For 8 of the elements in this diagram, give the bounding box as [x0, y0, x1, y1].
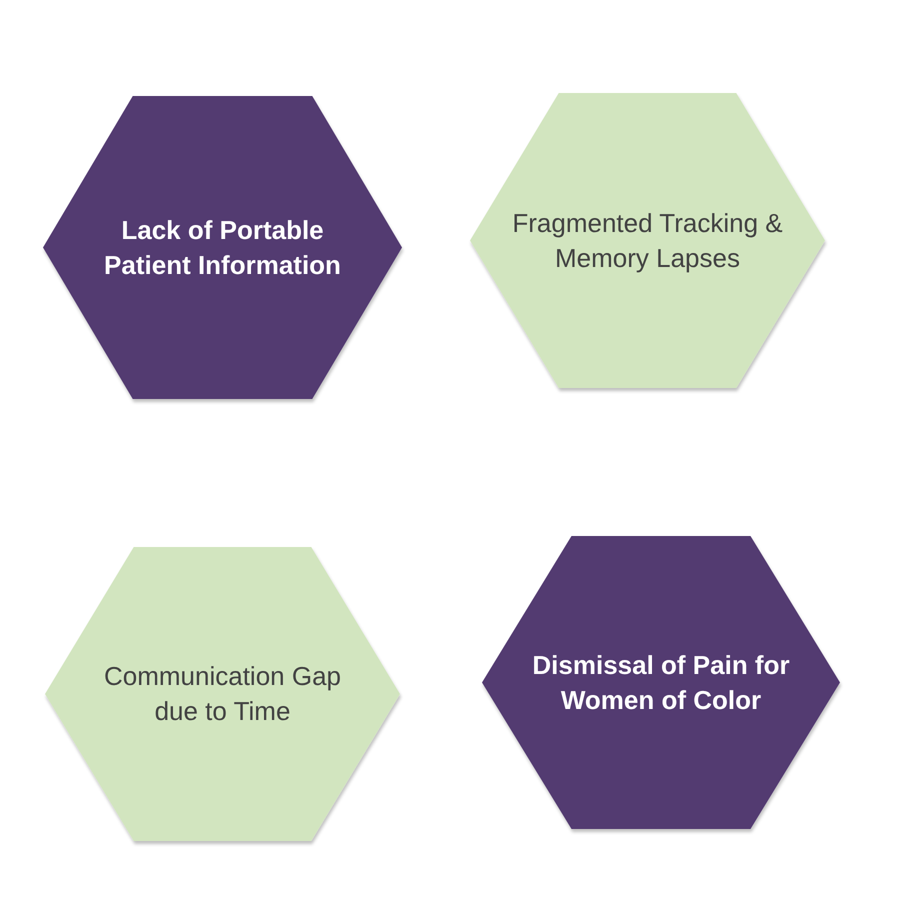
node-label: Fragmented Tracking & Memory Lapses — [511, 206, 784, 274]
hexagon-node — [482, 536, 840, 829]
node-label: Communication Gap due to Time — [103, 660, 342, 728]
hexagon-node — [43, 96, 402, 399]
node-label: Dismissal of Pain for Women of Color — [531, 648, 791, 716]
hexagon-node — [45, 547, 400, 841]
node-label: Lack of Portable Patient Information — [103, 214, 342, 282]
hexagon-node — [470, 93, 825, 388]
